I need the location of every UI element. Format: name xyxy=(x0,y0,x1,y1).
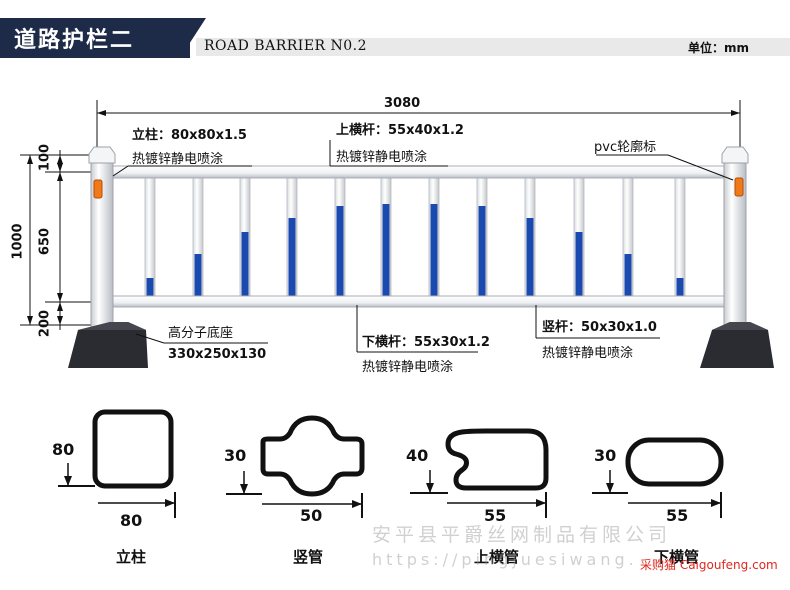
vertical-bar-blue-stripe-3 xyxy=(241,232,249,298)
vertical-bar-blue-stripe-8 xyxy=(478,206,486,298)
vertical-bar-blue-stripe-6 xyxy=(382,204,390,298)
width-arrow-left xyxy=(97,110,106,116)
right-base xyxy=(700,322,774,368)
bottom-rail-finish-label: 热镀锌静电喷涂 xyxy=(362,360,454,375)
top-rail-profile-shape xyxy=(445,428,549,491)
vertical-bar-blue-stripe-12 xyxy=(676,278,684,298)
vertical-bar-blue-stripe-7 xyxy=(430,204,438,298)
total-height-arrow-bottom xyxy=(27,316,33,325)
bottom-rail-profile-height-arrow xyxy=(606,483,614,493)
watermark-url: https://pingjuesiwang. xyxy=(372,550,638,569)
page-title: 道路护栏二 xyxy=(14,28,135,53)
middle-segment-label: 650 xyxy=(37,227,53,256)
vertical-bar-finish-label: 热镀锌静电喷涂 xyxy=(542,346,634,361)
vertical-bar-blue-stripe-11 xyxy=(624,254,632,298)
top-rail-profile-height: 40 xyxy=(406,446,429,465)
header-tab xyxy=(0,18,190,58)
top-rail-profile-width-arrow xyxy=(536,499,546,507)
segment-arrow-5 xyxy=(57,302,63,311)
segment-arrow-4 xyxy=(57,293,63,302)
bottom-rail xyxy=(99,295,737,308)
segment-arrow-2 xyxy=(57,163,63,172)
segment-arrow-6 xyxy=(57,316,63,325)
width-arrow-right xyxy=(731,110,740,116)
top-rail-profile-width: 55 xyxy=(484,506,507,525)
top-rail-profile-height-arrow xyxy=(426,483,434,493)
vertical-bar-spec-label: 竖杆：50x30x1.0 xyxy=(542,320,657,335)
top-rail xyxy=(99,165,737,179)
bottom-rail-profile-width-arrow xyxy=(711,499,721,507)
vertical-pipe-profile-shape xyxy=(260,415,365,497)
bottom-rail-spec-label: 下横杆：55x30x1.2 xyxy=(362,335,490,350)
right-reflector xyxy=(734,177,744,197)
vertical-pipe-profile-name: 竖管 xyxy=(293,548,324,566)
vertical-bar-blue-stripe-1 xyxy=(146,278,154,298)
watermark-source: 采购猫 Caigoufeng.com xyxy=(640,558,778,572)
right-base-top xyxy=(712,322,768,330)
top-segment-label: 100 xyxy=(37,143,53,172)
segment-arrow-3 xyxy=(57,172,63,181)
post-spec-label: 立柱：80x80x1.5 xyxy=(132,128,247,143)
base-name-label: 高分子底座 xyxy=(168,326,234,341)
vertical-bar-blue-stripe-9 xyxy=(526,218,534,298)
bottom-rail-profile-width: 55 xyxy=(666,506,689,525)
left-base xyxy=(68,322,148,368)
post-profile-name: 立柱 xyxy=(116,548,147,566)
base-size-label: 330x250x130 xyxy=(168,347,267,362)
vertical-bar-blue-stripe-4 xyxy=(288,218,296,298)
post-finish-label: 热镀锌静电喷涂 xyxy=(132,152,224,167)
total-height-label: 1000 xyxy=(10,223,26,260)
bottom-rail-profile-shape xyxy=(625,437,724,487)
post-profile-width: 80 xyxy=(120,511,143,530)
top-rail-finish-label: 热镀锌静电喷涂 xyxy=(336,150,428,165)
post-profile-width-arrow xyxy=(165,499,175,507)
base-leader-tip xyxy=(135,333,165,344)
left-post-cap xyxy=(88,146,116,164)
vertical-pipe-width-arrow xyxy=(352,500,362,508)
vertical-pipe-height-arrow xyxy=(240,484,248,494)
vertical-bar-blue-stripe-10 xyxy=(575,232,583,298)
vertical-pipe-profile-width: 50 xyxy=(300,506,323,525)
reflector-label: pvc轮廓标 xyxy=(594,140,657,155)
vertical-bar-blue-stripe-2 xyxy=(194,254,202,298)
left-reflector xyxy=(93,179,103,199)
top-rail-profile-name: 上横管 xyxy=(474,548,520,566)
post-profile-shape xyxy=(92,409,174,489)
total-height-arrow-top xyxy=(27,155,33,164)
total-width-label: 3080 xyxy=(384,96,421,111)
reflector-leader-tip xyxy=(667,154,734,181)
segment-arrow-1 xyxy=(57,155,63,164)
watermark-company: 安平县平爵丝网制品有限公司 xyxy=(372,524,672,546)
vertical-bars xyxy=(144,176,686,299)
unit-label: 单位：mm xyxy=(688,41,750,55)
header-bar xyxy=(196,38,790,56)
bottom-segment-label: 200 xyxy=(37,309,53,338)
left-base-top xyxy=(78,322,146,330)
right-post-cap xyxy=(721,146,749,164)
vertical-pipe-profile-height: 30 xyxy=(224,446,247,465)
page-subtitle: ROAD BARRIER N0.2 xyxy=(204,38,368,54)
post-profile-height-arrow xyxy=(64,476,72,486)
vertical-bar-blue-stripe-5 xyxy=(336,206,344,298)
post-leader-tip xyxy=(112,165,129,177)
top-rail-spec-label: 上横杆：55x40x1.2 xyxy=(336,123,464,138)
bottom-rail-profile-height: 30 xyxy=(594,446,617,465)
bottom-rail-profile-name: 下横管 xyxy=(654,548,700,566)
post-profile-height: 80 xyxy=(52,440,75,459)
